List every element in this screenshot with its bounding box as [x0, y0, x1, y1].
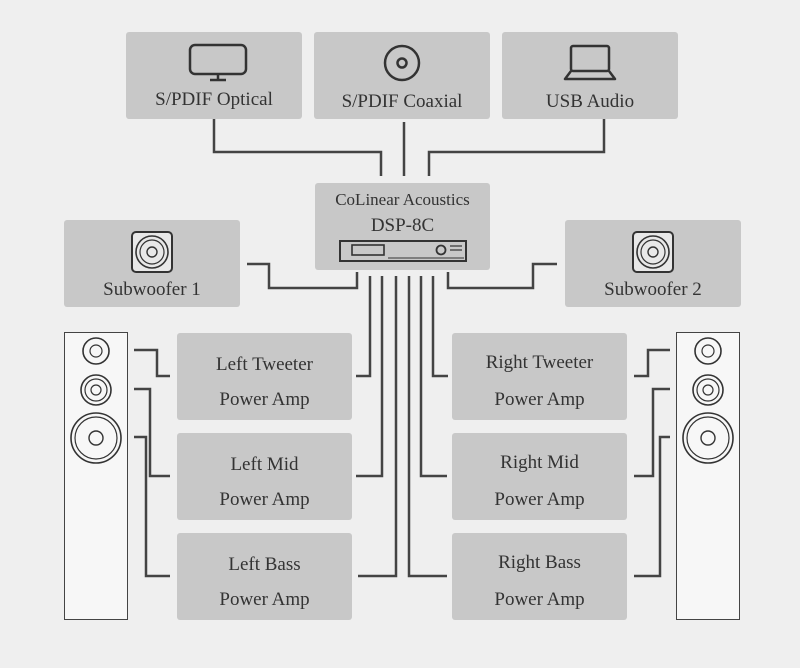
amp-type: Power Amp	[219, 389, 310, 410]
monitor-icon	[188, 43, 248, 82]
left-tweeter-amp: Left Tweeter Power Amp	[177, 333, 352, 420]
amp-type: Power Amp	[494, 389, 585, 410]
wire-left-bass-speaker	[134, 435, 170, 578]
subwoofer-driver-icon	[131, 231, 173, 273]
source-label: USB Audio	[545, 91, 635, 112]
wire-right-bass-speaker	[634, 435, 670, 578]
amp-name: Right Mid	[500, 452, 579, 473]
dsp-model: DSP-8C	[370, 215, 435, 236]
wire-left-tweeter	[356, 276, 372, 378]
subwoofer-label: Subwoofer 2	[604, 279, 702, 300]
right-mid-amp: Right Mid Power Amp	[452, 433, 627, 520]
processor-unit-icon	[339, 240, 467, 262]
right-bass-amp: Right Bass Power Amp	[452, 533, 627, 620]
amp-name: Right Tweeter	[485, 352, 594, 373]
source-coaxial: S/PDIF Coaxial	[314, 32, 490, 119]
dsp-processor: CoLinear Acoustics DSP-8C	[315, 183, 490, 270]
subwoofer-label: Subwoofer 1	[103, 279, 201, 300]
wire-left-bass	[358, 276, 398, 578]
source-label: S/PDIF Coaxial	[341, 91, 463, 112]
amp-type: Power Amp	[219, 489, 310, 510]
wire-right-mid-speaker	[634, 387, 670, 478]
dsp-brand: CoLinear Acoustics	[335, 190, 470, 209]
wire-left-tweeter-speaker	[134, 348, 170, 378]
subwoofer-driver-icon	[632, 231, 674, 273]
amp-type: Power Amp	[219, 589, 310, 610]
speaker-drivers	[70, 337, 122, 464]
amp-name: Left Mid	[230, 454, 299, 475]
wire-right-tweeter-speaker	[634, 348, 670, 378]
wire-right-mid	[419, 276, 447, 478]
right-tweeter-amp: Right Tweeter Power Amp	[452, 333, 627, 420]
subwoofer-1: Subwoofer 1	[64, 220, 240, 307]
source-label: S/PDIF Optical	[155, 89, 273, 110]
wire-right-bass	[407, 276, 447, 578]
source-optical: S/PDIF Optical	[126, 32, 302, 119]
subwoofer-2: Subwoofer 2	[565, 220, 741, 307]
amp-name: Left Bass	[228, 554, 301, 575]
laptop-icon	[563, 44, 617, 81]
wire-optical	[212, 118, 383, 176]
amp-type: Power Amp	[494, 489, 585, 510]
wire-usb	[427, 118, 606, 176]
wire-right-tweeter	[431, 276, 448, 378]
wire-sub1	[247, 262, 359, 290]
right-tower-speaker-icon	[676, 332, 740, 620]
left-bass-amp: Left Bass Power Amp	[177, 533, 352, 620]
left-mid-amp: Left Mid Power Amp	[177, 433, 352, 520]
amp-type: Power Amp	[494, 589, 585, 610]
left-tower-speaker-icon	[64, 332, 128, 620]
disc-icon	[383, 44, 421, 82]
wire-left-mid-speaker	[134, 387, 170, 478]
amp-name: Left Tweeter	[216, 354, 313, 375]
wire-sub2	[446, 262, 557, 290]
source-usb: USB Audio	[502, 32, 678, 119]
speaker-drivers	[682, 337, 734, 464]
amp-name: Right Bass	[498, 552, 581, 573]
wire-left-mid	[356, 276, 384, 478]
